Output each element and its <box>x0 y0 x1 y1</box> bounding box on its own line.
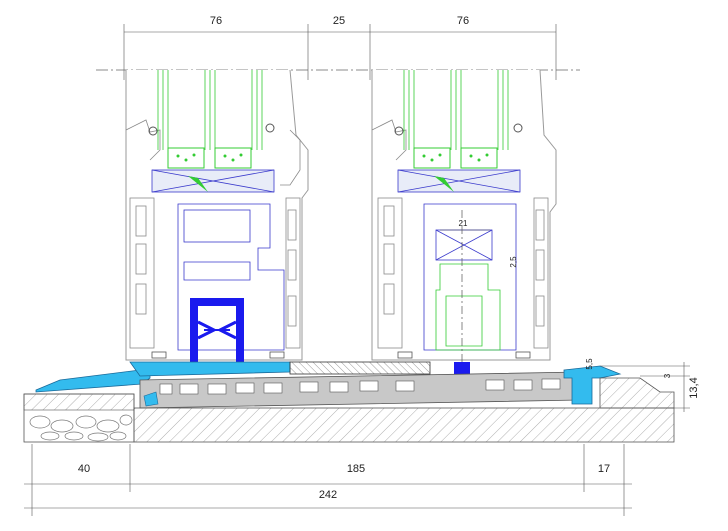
dim-right-top: 3 <box>663 373 672 378</box>
dim-top-left: 76 <box>210 15 222 27</box>
left-gasket <box>190 298 244 362</box>
dim-inner-width: 21 <box>459 219 468 228</box>
top-dimension-line: 76 25 76 <box>123 15 557 80</box>
dim-bottom-right: 17 <box>598 463 610 475</box>
dim-inner-gap: 2,5 <box>509 256 518 268</box>
left-sash <box>125 69 309 362</box>
dim-right-height: 13,4 <box>688 377 700 398</box>
dim-bottom-total: 242 <box>319 489 337 501</box>
dim-bottom-mid: 185 <box>347 463 365 475</box>
dim-top-right: 76 <box>457 15 469 27</box>
right-sash: 21 2,5 <box>371 69 557 382</box>
dim-bottom-left: 40 <box>78 463 90 475</box>
right-dimensions: 5,5 3 13,4 <box>585 358 700 412</box>
left-glazing <box>157 70 263 169</box>
floor-section <box>23 377 675 443</box>
dim-top-mid: 25 <box>333 15 345 27</box>
threshold-profile <box>35 361 622 409</box>
bottom-dimensions: 40 185 17 242 <box>24 444 632 516</box>
floor-screed <box>133 407 675 443</box>
dim-right-small: 5,5 <box>585 358 594 370</box>
right-glazing <box>403 70 509 169</box>
